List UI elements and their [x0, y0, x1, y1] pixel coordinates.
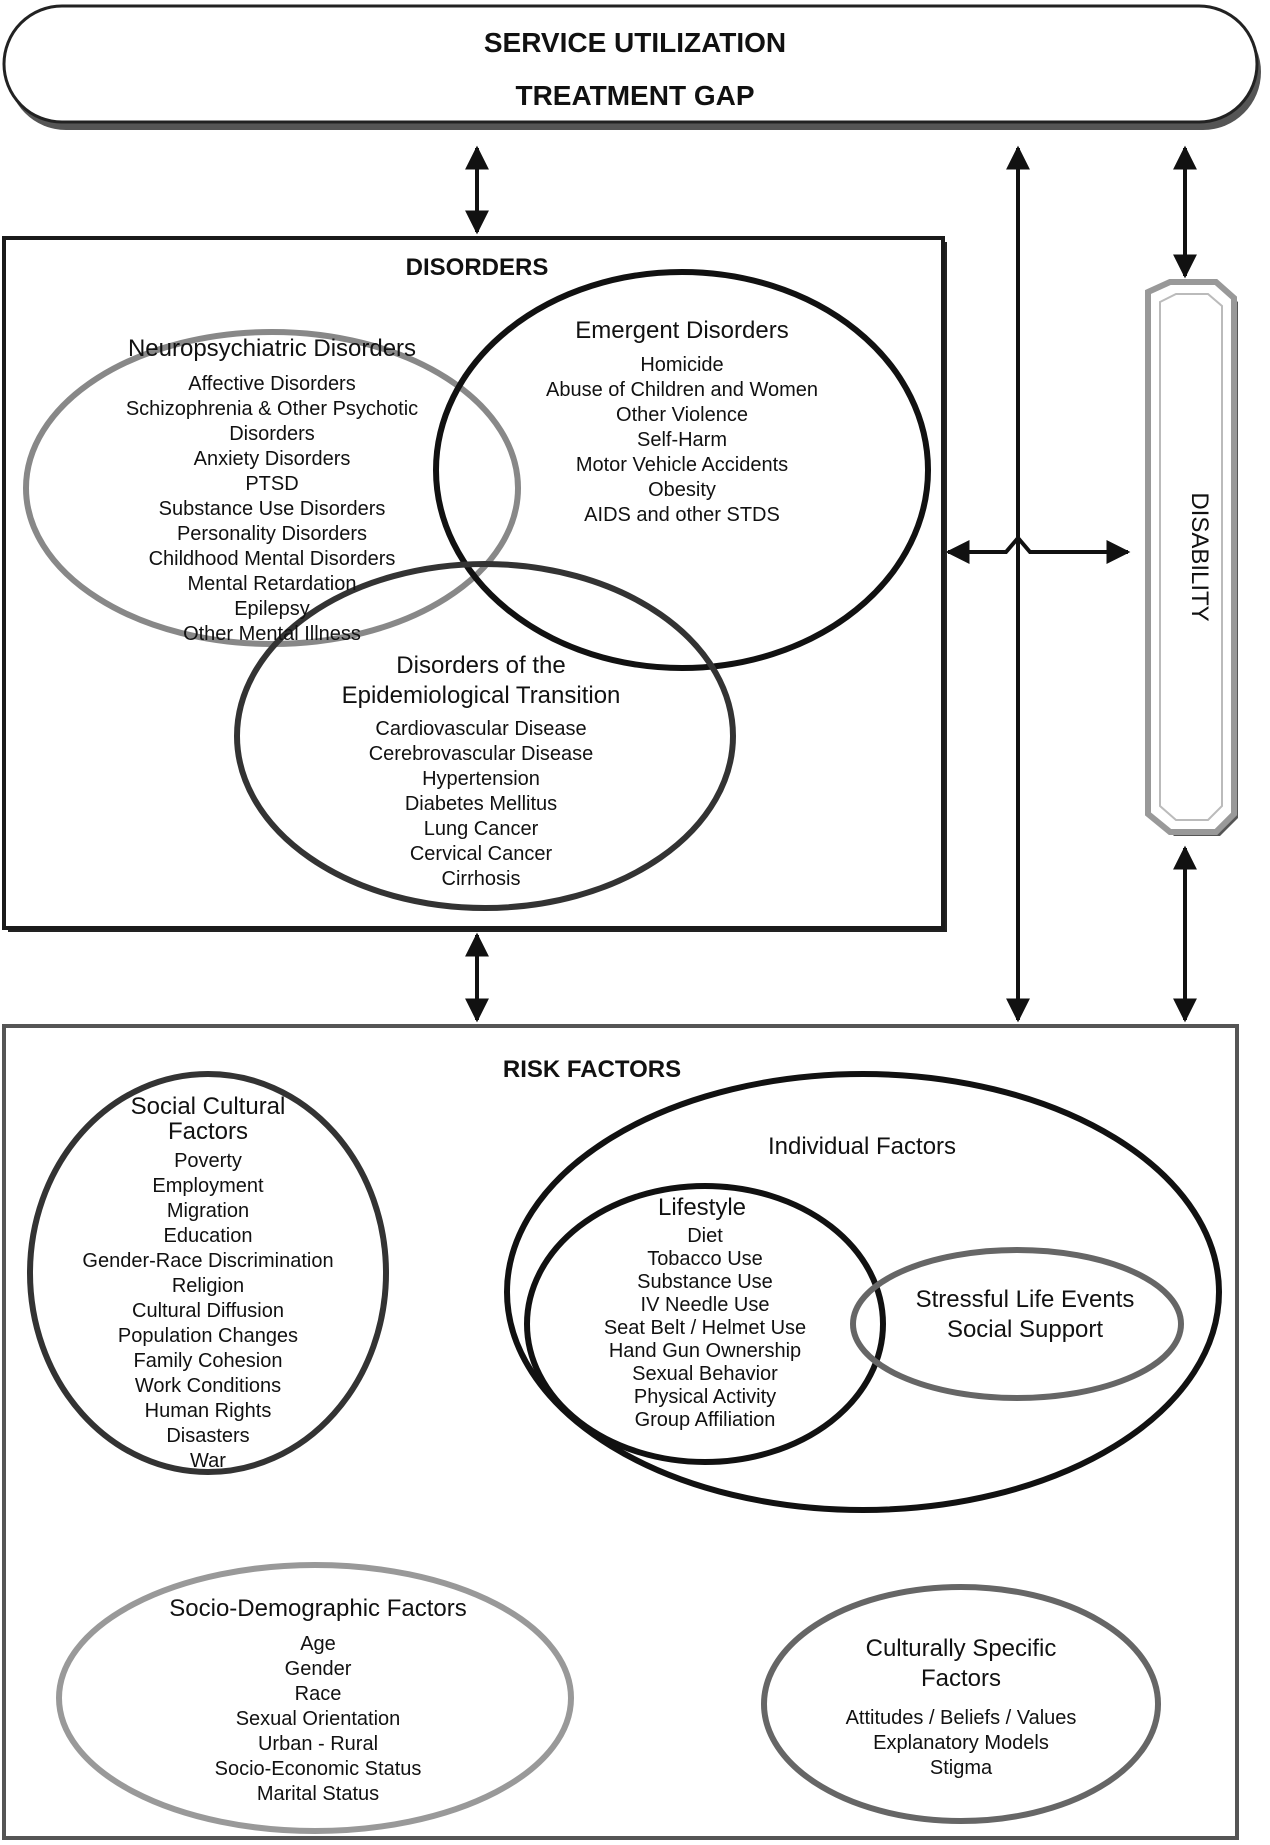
social-cultural-item: Education [164, 1225, 253, 1247]
social-cultural-item: Gender-Race Discrimination [82, 1250, 333, 1272]
emergent-title: Emergent Disorders [575, 317, 788, 344]
disorders-heading: DISORDERS [406, 254, 549, 281]
lifestyle-item: Group Affiliation [635, 1409, 776, 1431]
culturally-specific-title-line2: Factors [921, 1665, 1001, 1692]
lifestyle-item: Hand Gun Ownership [609, 1340, 801, 1362]
socio-demographic-item: Race [295, 1683, 342, 1705]
lifestyle-item: Seat Belt / Helmet Use [604, 1317, 806, 1339]
neuropsychiatric-item: Other Mental Illness [183, 623, 361, 645]
stressful-line2: Social Support [947, 1316, 1103, 1343]
socio-demographic-item: Gender [285, 1658, 352, 1680]
socio-demographic-item: Socio-Economic Status [215, 1758, 422, 1780]
socio-demographic-item: Sexual Orientation [236, 1708, 401, 1730]
epidemiological-group: Disorders of the Epidemiological Transit… [342, 652, 621, 890]
socio-demographic-item: Age [300, 1633, 336, 1655]
social-cultural-item: Religion [172, 1275, 244, 1297]
lifestyle-item: IV Needle Use [641, 1294, 770, 1316]
epidemiological-item: Diabetes Mellitus [405, 793, 557, 815]
social-cultural-item: Family Cohesion [134, 1350, 283, 1372]
lifestyle-item: Diet [687, 1225, 723, 1247]
neuropsychiatric-item: Disorders [229, 423, 315, 445]
social-cultural-group: Social Cultural Factors Poverty Employme… [82, 1093, 333, 1472]
emergent-group: Emergent Disorders Homicide Abuse of Chi… [546, 317, 818, 526]
socio-demographic-item: Marital Status [257, 1783, 379, 1805]
individual-factors-ellipse [504, 1071, 1222, 1513]
socio-demographic-item: Urban - Rural [258, 1733, 378, 1755]
neuropsychiatric-item: Substance Use Disorders [159, 498, 386, 520]
stressful-ellipse [850, 1247, 1184, 1401]
arrow-disorders-disability [945, 534, 1131, 564]
service-utilization-label: SERVICE UTILIZATION [484, 27, 786, 58]
epidemiological-item: Cirrhosis [442, 868, 521, 890]
epidemiological-item: Cerebrovascular Disease [369, 743, 594, 765]
lifestyle-group: Lifestyle Diet Tobacco Use Substance Use… [604, 1194, 806, 1431]
neuropsychiatric-item: Anxiety Disorders [194, 448, 351, 470]
lifestyle-item: Substance Use [637, 1271, 773, 1293]
epidemiological-item: Hypertension [422, 768, 540, 790]
social-cultural-item: Work Conditions [135, 1375, 281, 1397]
culturally-specific-group: Culturally Specific Factors Attitudes / … [846, 1635, 1077, 1779]
epidemiological-item: Cervical Cancer [410, 843, 553, 865]
lifestyle-item: Physical Activity [634, 1386, 776, 1408]
neuropsychiatric-item: PTSD [245, 473, 298, 495]
stressful-group: Stressful Life Events Social Support [916, 1286, 1135, 1343]
neuropsychiatric-group: Neuropsychiatric Disorders Affective Dis… [126, 335, 418, 645]
neuropsychiatric-item: Epilepsy [234, 598, 310, 620]
emergent-item: AIDS and other STDS [584, 504, 780, 526]
socio-demographic-title: Socio-Demographic Factors [169, 1595, 466, 1622]
treatment-gap-label: TREATMENT GAP [515, 80, 754, 111]
emergent-item: Homicide [640, 354, 723, 376]
emergent-item: Self-Harm [637, 429, 727, 451]
risk-factors-heading: RISK FACTORS [503, 1056, 681, 1083]
neuropsychiatric-item: Schizophrenia & Other Psychotic [126, 398, 418, 420]
social-cultural-title-line1: Social Cultural [131, 1093, 286, 1120]
emergent-item: Motor Vehicle Accidents [576, 454, 788, 476]
social-cultural-ellipse [27, 1071, 389, 1475]
social-cultural-title-line2: Factors [168, 1118, 248, 1145]
lifestyle-item: Tobacco Use [647, 1248, 763, 1270]
emergent-item: Abuse of Children and Women [546, 379, 818, 401]
culturally-specific-ellipse [761, 1584, 1161, 1824]
lifestyle-title: Lifestyle [658, 1194, 746, 1221]
emergent-ellipse [433, 269, 931, 671]
social-cultural-item: Population Changes [118, 1325, 298, 1347]
disability-box: DISABILITY [1145, 279, 1238, 836]
social-cultural-item: Poverty [174, 1150, 242, 1172]
neuropsychiatric-item: Affective Disorders [188, 373, 355, 395]
stressful-line1: Stressful Life Events [916, 1286, 1135, 1313]
risk-factors-box: RISK FACTORS Social Cultural Factors Pov… [2, 1024, 1239, 1840]
epidemiological-ellipse [234, 561, 736, 911]
neuropsychiatric-item: Childhood Mental Disorders [149, 548, 396, 570]
emergent-item: Obesity [648, 479, 716, 501]
lifestyle-ellipse [524, 1183, 886, 1465]
disorders-box: DISORDERS Neuropsychiatric Disorders Aff… [2, 236, 947, 932]
neuropsychiatric-item: Personality Disorders [177, 523, 367, 545]
social-cultural-item: War [190, 1450, 226, 1472]
epidemiological-item: Cardiovascular Disease [375, 718, 586, 740]
social-cultural-item: Disasters [166, 1425, 249, 1447]
culturally-specific-item: Stigma [930, 1757, 993, 1779]
epidemiological-item: Lung Cancer [424, 818, 539, 840]
neuropsychiatric-title: Neuropsychiatric Disorders [128, 335, 416, 362]
social-cultural-item: Cultural Diffusion [132, 1300, 284, 1322]
disability-label: DISABILITY [1186, 492, 1213, 621]
neuropsychiatric-item: Mental Retardation [188, 573, 357, 595]
culturally-specific-item: Attitudes / Beliefs / Values [846, 1707, 1077, 1729]
social-cultural-item: Migration [167, 1200, 249, 1222]
epidemiological-title-line2: Epidemiological Transition [342, 682, 621, 709]
lifestyle-item: Sexual Behavior [632, 1363, 778, 1385]
social-cultural-item: Human Rights [145, 1400, 272, 1422]
culturally-specific-title-line1: Culturally Specific [866, 1635, 1057, 1662]
culturally-specific-item: Explanatory Models [873, 1732, 1049, 1754]
service-utilization-box: SERVICE UTILIZATION TREATMENT GAP [2, 4, 1261, 130]
socio-demographic-group: Socio-Demographic Factors Age Gender Rac… [169, 1595, 466, 1805]
individual-factors-title: Individual Factors [768, 1133, 956, 1160]
emergent-item: Other Violence [616, 404, 748, 426]
epidemiological-title-line1: Disorders of the [396, 652, 565, 679]
social-cultural-item: Employment [152, 1175, 264, 1197]
socio-demographic-ellipse [56, 1562, 574, 1834]
